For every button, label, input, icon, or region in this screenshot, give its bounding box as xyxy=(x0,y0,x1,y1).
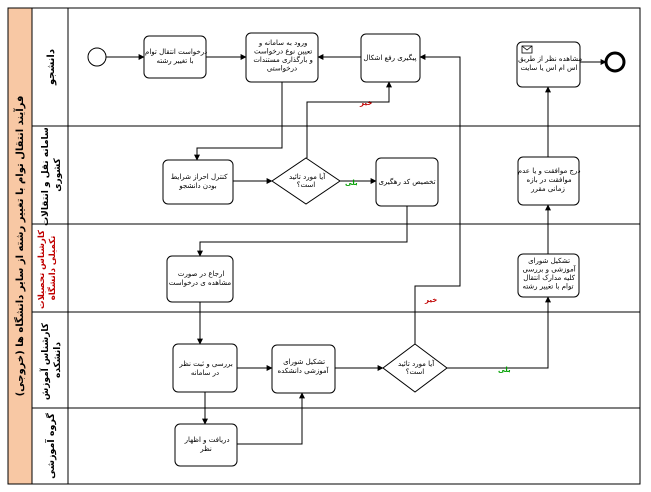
task-final-approval xyxy=(517,156,580,206)
flow-g2-yes-to-council xyxy=(447,296,551,369)
task-login-label: ورود به سامانه و تعیین نوع درخواست و بار… xyxy=(251,39,313,73)
task-group-opinion-label: دریافت و اظهار نظر xyxy=(182,436,229,453)
flow-login-to-check xyxy=(194,82,283,161)
flow-label-g1-yes: بلی xyxy=(345,179,358,187)
task-council xyxy=(517,253,580,298)
gateway-g1-label: آیا مورد تائید است؟ xyxy=(287,172,326,189)
flow-label-g2-no: خیر xyxy=(424,296,437,304)
lane-label-education: کارشناس تحصیلات تکمیلی دانشگاه xyxy=(37,227,58,309)
task-faculty-council-label: تشکیل شورای آموزشی دانشکده xyxy=(277,358,329,375)
task-review-label: بررسی و ثبت نظر در سامانه xyxy=(177,360,233,377)
task-login xyxy=(245,32,319,83)
task-final-approval-label: درج موافقت و یا عدم موافقت در بازه زمانی… xyxy=(516,167,581,193)
flow-assign-to-refer xyxy=(197,206,408,257)
task-followup xyxy=(360,33,421,83)
task-followup-label: پیگیری رفع اشکال xyxy=(363,53,416,62)
task-refer xyxy=(166,255,234,303)
pool-header xyxy=(7,7,33,485)
lane-label-faculty: کارشناس آموزش دانشکده xyxy=(39,320,63,400)
task-request xyxy=(143,35,207,79)
task-notify-label: مشاهده نظر از طریق اس ام اس یا سایت xyxy=(516,55,582,72)
lane-label-system: سامانه نقل و انتقالات کشوری xyxy=(41,124,63,226)
flow-g2-no-to-followup xyxy=(414,54,461,344)
lane-label-student: دانشجو xyxy=(46,49,57,86)
gateway-g1 xyxy=(271,157,341,205)
envelope-icon xyxy=(521,45,533,54)
lane-label-group: گروه آموزشی xyxy=(44,413,57,479)
task-request-label: درخواست انتقال توام با تغییر رشته xyxy=(143,48,207,65)
end-event xyxy=(604,51,626,73)
flow-group-to-faculty-council xyxy=(237,392,305,445)
task-council-label: تشکیل شورای آموزشی و بررسی کلیه مدارک ان… xyxy=(520,257,576,291)
task-check-label: کنترل احراز شرایط بودن دانشجو xyxy=(169,173,229,190)
task-group-opinion xyxy=(174,423,238,467)
task-assign-code-label: تخصیص کد رهگیری xyxy=(378,177,435,186)
task-assign-code xyxy=(375,157,439,207)
flow-label-g1-no: خیر xyxy=(359,99,372,107)
lane-label-column xyxy=(31,7,69,485)
task-check xyxy=(162,159,234,205)
gateway-g2 xyxy=(382,343,448,393)
task-refer-label: ارجاع در صورت مشاهده ی درخواست xyxy=(169,270,231,287)
flow-g1-no-to-followup xyxy=(306,81,392,158)
task-faculty-council xyxy=(271,344,336,394)
task-review xyxy=(172,343,238,393)
flow-label-g2-yes: بلی xyxy=(498,366,511,374)
pool-title: فرآیند انتقال توام با تغییر رشته از سایر… xyxy=(13,96,26,397)
start-event xyxy=(87,47,107,67)
task-notify xyxy=(516,41,581,88)
gateway-g2-label: آیا مورد تائید است؟ xyxy=(396,359,435,376)
